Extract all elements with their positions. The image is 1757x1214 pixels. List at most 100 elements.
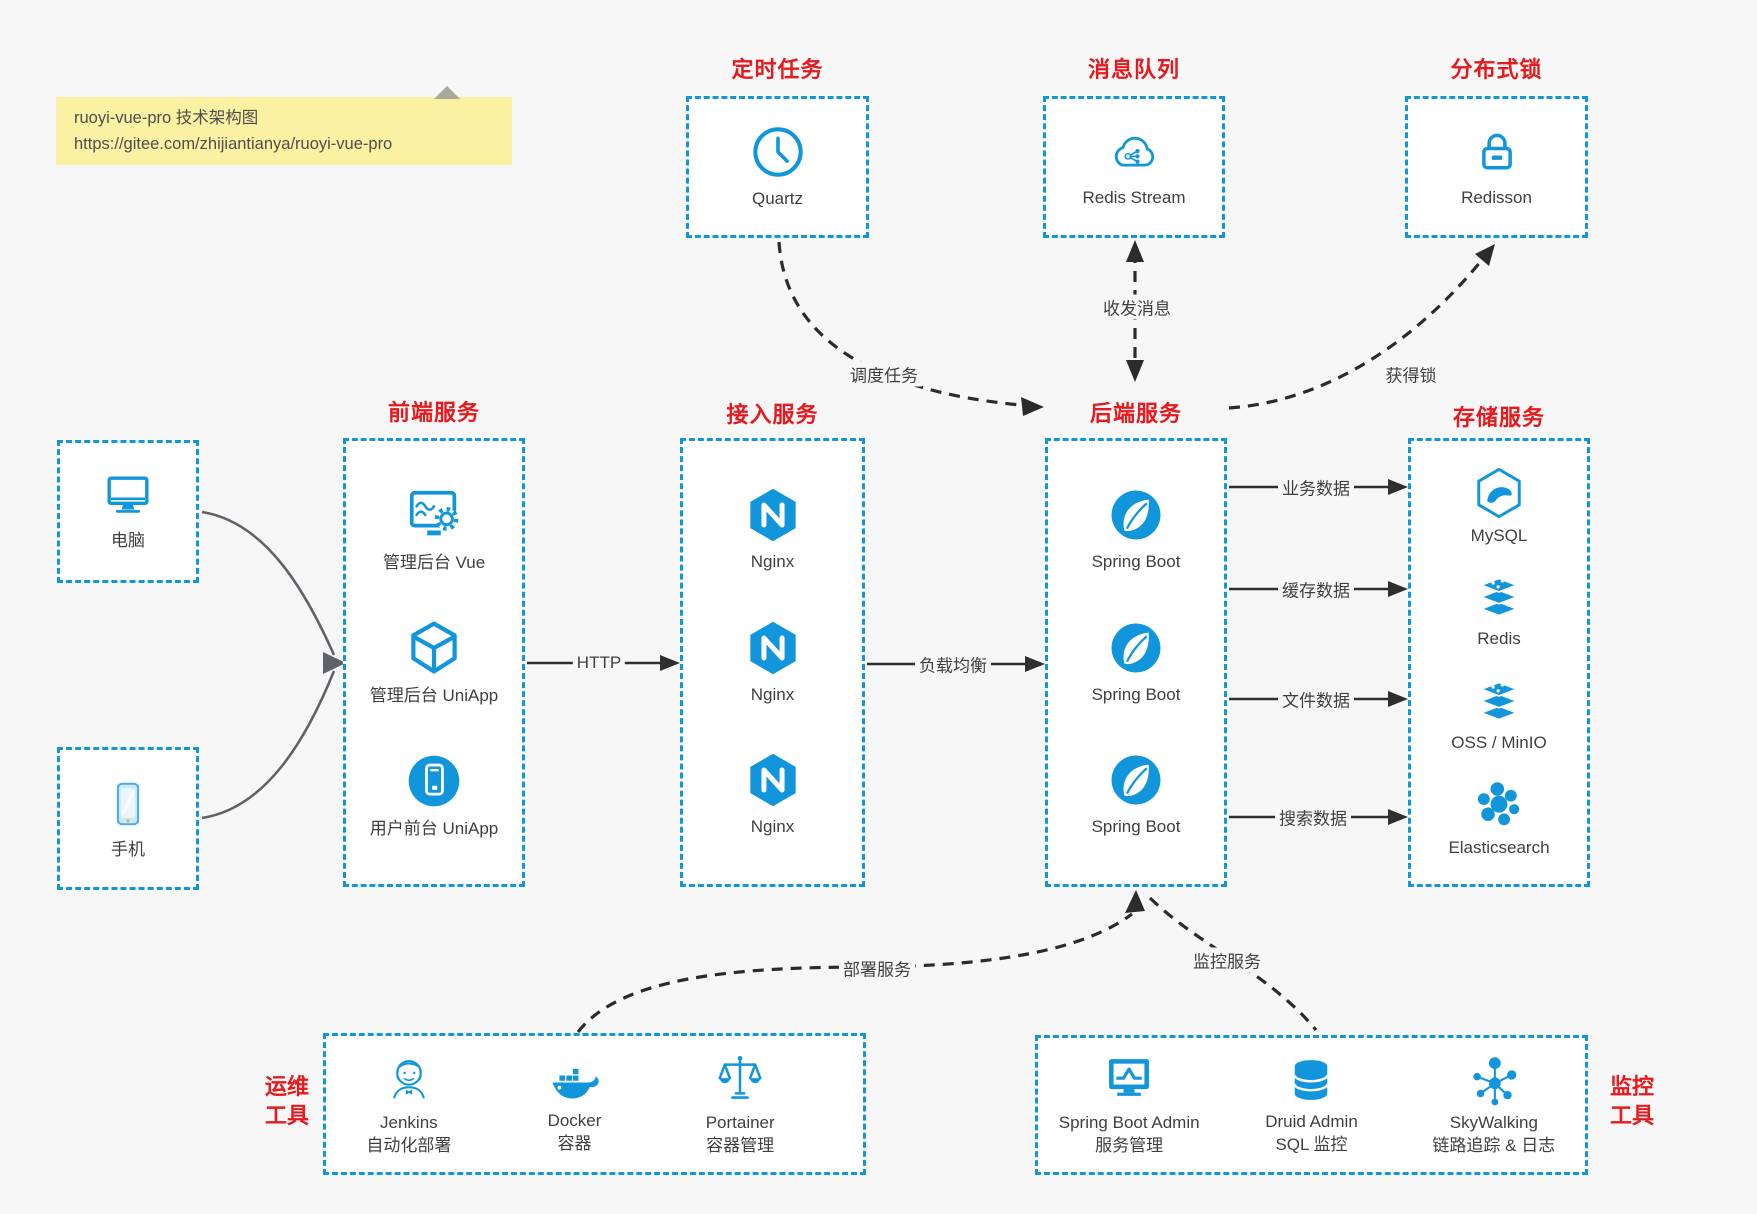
node-phone[interactable]: 手机 [101, 776, 155, 861]
node-portainer[interactable]: Portainer 容器管理 [657, 1051, 823, 1156]
node-name: Portainer [705, 1113, 775, 1133]
mq-box: Redis Stream [1043, 96, 1225, 238]
sticky-note: ruoyi-vue-pro 技术架构图 https://gitee.com/zh… [56, 86, 512, 165]
node-name: Druid Admin [1265, 1112, 1358, 1132]
node-admin-vue[interactable]: 管理后台 Vue [383, 485, 485, 574]
monitoring-title: 监控 工具 [1600, 1073, 1664, 1130]
node-quartz[interactable]: Quartz [749, 123, 807, 210]
node-label: 管理后台 UniApp [369, 685, 499, 705]
edge-label-business-data: 业务数据 [1278, 474, 1354, 500]
edge-label-monitor-service: 监控服务 [1189, 947, 1265, 973]
dashed-arrowheads [1021, 240, 1495, 913]
backend-box: Spring Boot Spring Boot Spring Boot [1045, 438, 1227, 887]
jenkins-icon [392, 1060, 425, 1099]
node-redis[interactable]: Redis [1472, 571, 1526, 650]
node-desc: 链路追踪 & 日志 [1432, 1135, 1556, 1155]
mq-title: 消息队列 [1087, 57, 1180, 82]
monitoring-box: Spring Boot Admin 服务管理 Druid Admin SQL 监… [1035, 1035, 1588, 1175]
node-label: Spring Boot [1091, 817, 1181, 837]
node-nginx-1[interactable]: Nginx [744, 486, 802, 573]
storage-title: 存储服务 [1452, 405, 1545, 430]
node-name: Spring Boot Admin [1058, 1113, 1200, 1133]
docker-icon [551, 1069, 599, 1099]
node-redisson[interactable]: Redisson [1461, 124, 1532, 209]
edge-label-acquire-lock: 获得锁 [1381, 361, 1441, 387]
node-desc: 容器管理 [706, 1135, 775, 1155]
node-desc: 容器 [557, 1133, 592, 1153]
node-pc[interactable]: 电脑 [99, 471, 157, 552]
node-label: Nginx [750, 552, 795, 572]
node-spring-boot-admin[interactable]: Spring Boot Admin 服务管理 [1038, 1053, 1220, 1156]
cube-icon [411, 621, 457, 674]
edge-label-search-data: 搜索数据 [1275, 804, 1351, 830]
node-name: Docker [547, 1111, 602, 1131]
node-label: Nginx [750, 817, 795, 837]
node-desc: SQL 监控 [1275, 1134, 1348, 1154]
node-springboot-3[interactable]: Spring Boot [1091, 751, 1181, 838]
elasticsearch-icon [1477, 782, 1520, 826]
desktop-icon [107, 476, 149, 513]
node-label: 管理后台 Vue [382, 552, 486, 572]
edge-label-cache-data: 缓存数据 [1278, 576, 1354, 602]
node-nginx-2[interactable]: Nginx [744, 619, 802, 706]
node-redis-stream[interactable]: Redis Stream [1082, 124, 1186, 209]
client-arrowhead [323, 652, 346, 674]
edge-lock-curve [1228, 259, 1483, 410]
node-springboot-1[interactable]: Spring Boot [1091, 486, 1181, 573]
node-label: Redis Stream [1082, 188, 1186, 208]
edge-label-file-data: 文件数据 [1278, 686, 1354, 712]
mysql-icon [1477, 467, 1521, 518]
frontend-box: 管理后台 Vue 管理后台 UniApp 用户前台 UniApp [343, 438, 525, 887]
edge-label-http: HTTP [572, 653, 626, 673]
monitor-pulse-icon [1109, 1059, 1150, 1097]
ops-title-line1: 运维 [264, 1074, 309, 1099]
edge-label-load-balance: 负载均衡 [915, 651, 991, 677]
edge-schedule-curve [777, 241, 1021, 407]
clock-icon [752, 127, 803, 178]
scheduler-title: 定时任务 [731, 57, 824, 82]
node-oss-minio[interactable]: OSS / MinIO [1451, 675, 1547, 754]
node-label: 电脑 [111, 530, 145, 550]
node-label: 手机 [111, 839, 145, 859]
node-springboot-2[interactable]: Spring Boot [1091, 619, 1181, 706]
node-docker[interactable]: Docker 容器 [492, 1053, 658, 1154]
node-druid-admin[interactable]: Druid Admin SQL 监控 [1220, 1054, 1402, 1155]
node-skywalking[interactable]: SkyWalking 链路追踪 & 日志 [1403, 1053, 1585, 1156]
edge-label-send-receive-message: 收发消息 [1099, 294, 1175, 320]
node-label: 用户前台 UniApp [369, 818, 499, 838]
backend-title: 后端服务 [1089, 401, 1182, 426]
spring-boot-icon [1111, 490, 1161, 540]
node-nginx-3[interactable]: Nginx [744, 751, 802, 838]
lock-icon [1481, 134, 1512, 170]
note-fold-corner [434, 86, 460, 99]
node-mysql[interactable]: MySQL [1471, 466, 1527, 547]
node-label: Redisson [1461, 188, 1532, 208]
client-pc-box: 电脑 [57, 440, 199, 583]
node-name: Jenkins [380, 1113, 438, 1133]
node-user-uniapp[interactable]: 用户前台 UniApp [370, 751, 498, 840]
database-icon [1294, 1060, 1329, 1101]
lock-title: 分布式锁 [1450, 57, 1543, 82]
monitoring-title-line2: 工具 [1609, 1102, 1654, 1128]
node-jenkins[interactable]: Jenkins 自动化部署 [326, 1051, 492, 1156]
frontend-title: 前端服务 [387, 400, 480, 425]
ops-box: Jenkins 自动化部署 Docker 容器 [323, 1033, 866, 1175]
node-label: Spring Boot [1091, 684, 1181, 704]
scheduler-box: Quartz [686, 96, 869, 238]
node-admin-uniapp[interactable]: 管理后台 UniApp [370, 618, 498, 707]
node-elasticsearch[interactable]: Elasticsearch [1448, 778, 1550, 859]
node-label: Elasticsearch [1448, 838, 1550, 858]
node-label: Spring Boot [1091, 552, 1181, 572]
client-phone-box: 手机 [57, 747, 199, 890]
gateway-box: Nginx Nginx Nginx [680, 438, 865, 887]
edge-label-schedule-task: 调度任务 [846, 361, 922, 387]
ops-title: 运维 工具 [255, 1073, 319, 1130]
solid-arrowheads [660, 479, 1408, 825]
lock-box: Redisson [1405, 96, 1588, 238]
cloud-share-icon [1114, 137, 1155, 167]
node-desc: 服务管理 [1095, 1135, 1164, 1155]
node-label: Quartz [751, 189, 804, 209]
node-label: Redis [1477, 629, 1521, 649]
